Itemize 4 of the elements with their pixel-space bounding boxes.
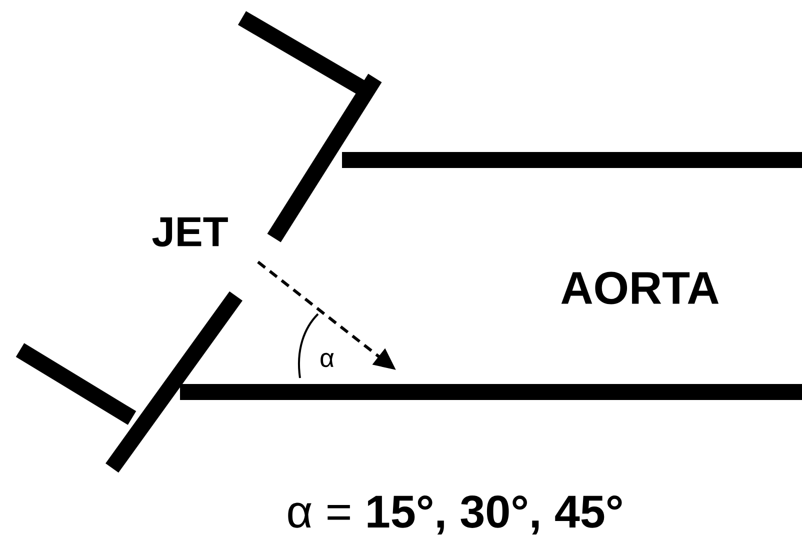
jet-label: JET [152, 217, 228, 247]
aorta-label: AORTA [561, 272, 719, 304]
angle-label: α [320, 352, 334, 368]
angle-values-label: α = 15°, 30°, 45° [288, 495, 622, 535]
